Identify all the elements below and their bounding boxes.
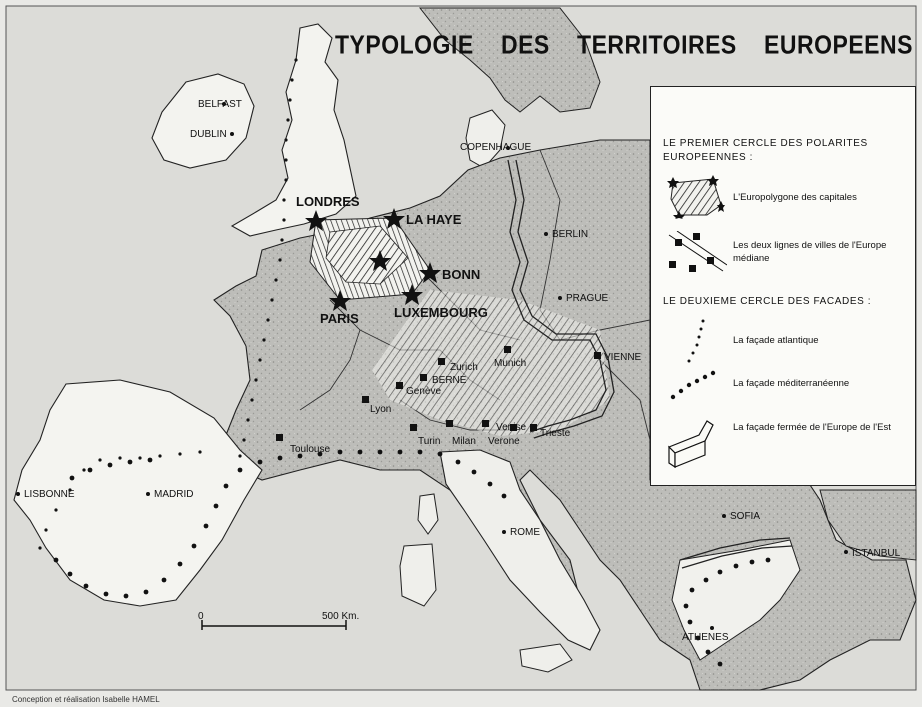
square-lyon [362,396,369,403]
scandinavia-land [418,7,601,113]
square-berne [420,374,427,381]
capital-stars [305,208,441,311]
closed-facade-line [507,159,793,569]
east-land [819,489,917,561]
map-title: TYPOLOGIE DES TERRITOIRES EUROPEENS [335,30,913,60]
label-berne: BERNE [432,375,467,386]
mediterranean-facade-dots [53,449,771,667]
label-rome: ROME [510,527,540,538]
star-la-haye [383,208,405,229]
legend-heading-second-circle: LE DEUXIEME CERCLE DES FACADES : [663,296,872,307]
star-center [369,250,391,271]
legend-median-lines-text: Les deux lignes de villes de l'Europe mé… [733,240,887,264]
balkans-land [671,539,801,661]
star-londres [305,210,327,231]
label-paris: PARIS [320,311,359,326]
label-prague: PRAGUE [566,293,609,304]
dot-dublin [230,132,234,136]
ireland-land [151,73,255,169]
square-munich [504,346,511,353]
label-milan: Milan [452,436,476,447]
legend-europolygone-text: L'Europolygone des capitales [733,192,857,203]
median-lines-legend-icon [668,231,727,272]
legend-atlantic-text: La façade atlantique [733,335,819,346]
label-turin: Turin [418,436,440,447]
label-istanbul: ISTANBUL [852,548,901,559]
label-verone: Verone [488,436,520,447]
label-belfast: BELFAST [198,99,242,110]
square-milan [446,420,453,427]
scale-bar [201,620,347,630]
square-toulouse [276,434,283,441]
label-londres: LONDRES [296,194,360,209]
square-geneve [396,382,403,389]
europolygone-legend-icon [667,175,725,219]
dot-lisbonne [16,492,20,496]
title-word-1: TYPOLOGIE [335,30,474,60]
great-britain-land [230,23,357,237]
legend-closed-facade-text: La façade fermée de l'Europe de l'Est [733,422,891,433]
city-dots [16,102,848,630]
star-bonn [419,262,441,283]
credit-text: Conception et réalisation Isabelle HAMEL [12,695,160,704]
label-athenes: ATHENES [682,632,729,643]
label-geneve: Genève [406,386,441,397]
dot-berlin [544,232,548,236]
europolygone-inner [325,225,409,285]
square-verone [482,420,489,427]
median-europe-band [372,290,610,436]
dot-copenhague [506,146,510,150]
label-zurich: Zurich [450,362,478,373]
title-word-4: EUROPEENS [764,30,913,60]
label-la-haye: LA HAYE [406,212,462,227]
denmark-land [465,109,506,169]
square-zurich [438,358,445,365]
title-word-3: TERRITOIRES [577,30,737,60]
square-trieste [530,424,537,431]
star-luxembourg [401,284,423,305]
star-paris [329,290,351,311]
dot-belfast [222,102,226,106]
label-trieste: Trieste [540,428,571,439]
label-dublin: DUBLIN [190,129,227,140]
label-sofia: SOFIA [730,511,760,522]
mediterranean-facade-legend-icon [670,370,716,400]
dot-madrid [146,492,150,496]
legend-mediterranean-text: La façade méditerranéenne [733,378,850,389]
atlantic-facade-dots [38,58,298,550]
label-vienne: VIENNE [604,352,642,363]
label-berlin: BERLIN [552,229,588,240]
label-toulouse: Toulouse [290,444,330,455]
label-lyon: Lyon [370,404,391,415]
sicily-land [519,643,573,673]
square-turin [410,424,417,431]
label-venise: Venise [496,422,526,433]
square-venise [510,424,517,431]
dot-istanbul [844,550,848,554]
label-luxembourg: LUXEMBOURG [394,305,488,320]
label-copenhague: COPENHAGUE [460,142,531,153]
dot-sofia [722,514,726,518]
map-legend: LE PREMIER CERCLE DES POLARITES EUROPEEN… [650,86,916,486]
dot-rome [502,530,506,534]
closed-facade-legend-icon [667,420,714,469]
iberia-land [13,379,263,607]
dot-prague [558,296,562,300]
median-city-squares [276,346,601,441]
dot-athenes [710,626,714,630]
label-lisbonne: LISBONNE [24,489,75,500]
legend-heading-first-circle: LE PREMIER CERCLE DES POLARITES EUROPEEN… [663,138,868,163]
square-vienne [594,352,601,359]
scale-zero: 0 [198,611,204,622]
label-munich: Munich [494,358,526,369]
label-madrid: MADRID [154,489,193,500]
corsica-land [417,493,439,535]
title-word-2: DES [500,30,550,60]
scale-distance: 500 Km. [322,611,359,622]
sardinia-land [399,543,437,607]
label-bonn: BONN [442,267,480,282]
atlantic-facade-legend-icon [687,319,705,363]
italy-land [439,449,601,651]
